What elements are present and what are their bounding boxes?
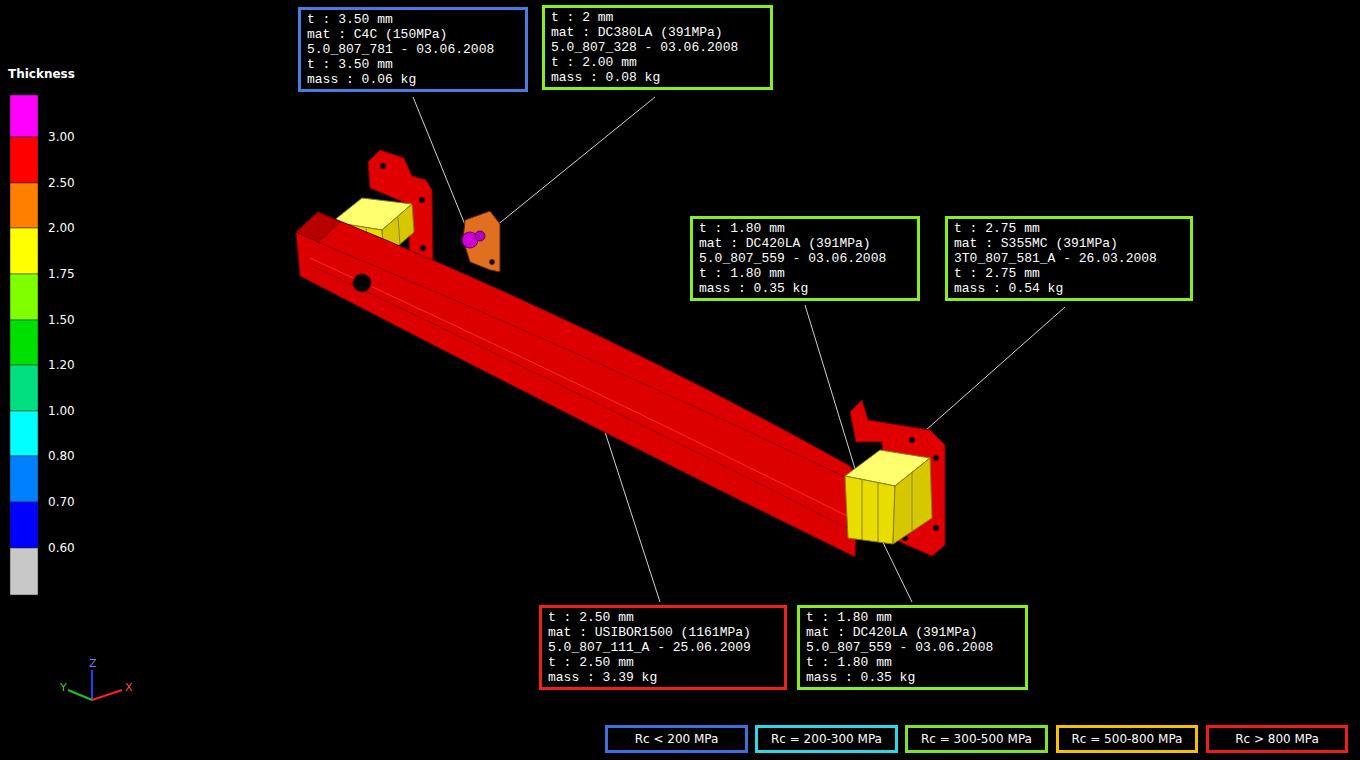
callout-line: t : 2.75 mm	[954, 266, 1184, 281]
legend-swatch: Rc = 500-800 MPa	[1056, 725, 1198, 753]
callout-line: 3T0_807_581_A - 26.03.2008	[954, 251, 1184, 266]
callout-line: mass : 0.35 kg	[806, 670, 1019, 685]
scale-value: 0.80	[48, 448, 75, 464]
scale-value: 3.00	[48, 129, 75, 145]
callout-line: mass : 0.35 kg	[699, 281, 911, 296]
legend-swatch: Rc = 300-500 MPa	[905, 725, 1048, 753]
scale-value: 1.20	[48, 357, 75, 373]
scale-value: 2.50	[48, 175, 75, 191]
callout-line: mat : DC420LA (391MPa)	[806, 625, 1019, 640]
callout-line: mat : USIBOR1500 (1161MPa)	[548, 625, 778, 640]
callout-line: mat : DC420LA (391MPa)	[699, 236, 911, 251]
callout-box: t : 3.50 mmmat : C4C (150MPa)5.0_807_781…	[298, 7, 528, 92]
callout-line: t : 1.80 mm	[699, 266, 911, 281]
callout-line: 5.0_807_559 - 03.06.2008	[806, 640, 1019, 655]
scale-value: 0.70	[48, 494, 75, 510]
callout-line: t : 2 mm	[551, 10, 764, 25]
legend-text: Rc = 500-800 MPa	[1072, 732, 1183, 746]
legend-text: Rc = 300-500 MPa	[921, 732, 1032, 746]
callout-box: t : 1.80 mmmat : DC420LA (391MPa)5.0_807…	[797, 605, 1028, 690]
legend-swatch: Rc = 200-300 MPa	[755, 725, 898, 753]
callout-line: 5.0_807_781 - 03.06.2008	[307, 42, 519, 57]
scale-title: Thickness	[8, 66, 75, 82]
callout-line: t : 1.80 mm	[806, 610, 1019, 625]
scale-value: 1.00	[48, 403, 75, 419]
legend-text: Rc = 200-300 MPa	[771, 732, 882, 746]
axis-triad	[68, 670, 122, 700]
callout-line: t : 2.50 mm	[548, 655, 778, 670]
callout-line: t : 2.75 mm	[954, 221, 1184, 236]
axis-label: X	[125, 680, 133, 696]
callout-line: mass : 3.39 kg	[548, 670, 778, 685]
callout-box: t : 1.80 mmmat : DC420LA (391MPa)5.0_807…	[690, 216, 920, 301]
axis-label: Y	[60, 680, 67, 696]
callout-line: t : 3.50 mm	[307, 12, 519, 27]
legend-text: Rc < 200 MPa	[635, 732, 719, 746]
callout-line: t : 2.00 mm	[551, 55, 764, 70]
callout-box: t : 2.50 mmmat : USIBOR1500 (1161MPa)5.0…	[539, 605, 787, 690]
callout-box: t : 2 mmmat : DC380LA (391MPa)5.0_807_32…	[542, 5, 773, 90]
callout-line: t : 2.50 mm	[548, 610, 778, 625]
callout-line: 5.0_807_111_A - 25.06.2009	[548, 640, 778, 655]
callout-line: mat : C4C (150MPa)	[307, 27, 519, 42]
callout-line: mass : 0.08 kg	[551, 70, 764, 85]
legend-swatch: Rc > 800 MPa	[1206, 725, 1348, 753]
scale-value: 1.75	[48, 266, 75, 282]
callout-line: 5.0_807_328 - 03.06.2008	[551, 40, 764, 55]
callout-line: t : 1.80 mm	[806, 655, 1019, 670]
axis-label: Z	[89, 656, 97, 672]
scale-value: 0.60	[48, 540, 75, 556]
callout-box: t : 2.75 mmmat : S355MC (391MPa)3T0_807_…	[945, 216, 1193, 301]
callout-line: t : 3.50 mm	[307, 57, 519, 72]
callout-line: mass : 0.54 kg	[954, 281, 1184, 296]
bolt-bracket	[462, 211, 500, 272]
thickness-colorbar	[10, 95, 38, 595]
right-crash-box	[845, 450, 932, 544]
callout-line: 5.0_807_559 - 03.06.2008	[699, 251, 911, 266]
callout-line: mass : 0.06 kg	[307, 72, 519, 87]
callout-line: t : 1.80 mm	[699, 221, 911, 236]
callout-line: mat : DC380LA (391MPa)	[551, 25, 764, 40]
legend-swatch: Rc < 200 MPa	[605, 725, 748, 753]
legend-text: Rc > 800 MPa	[1235, 732, 1319, 746]
scale-value: 2.00	[48, 220, 75, 236]
scale-value: 1.50	[48, 312, 75, 328]
callout-line: mat : S355MC (391MPa)	[954, 236, 1184, 251]
